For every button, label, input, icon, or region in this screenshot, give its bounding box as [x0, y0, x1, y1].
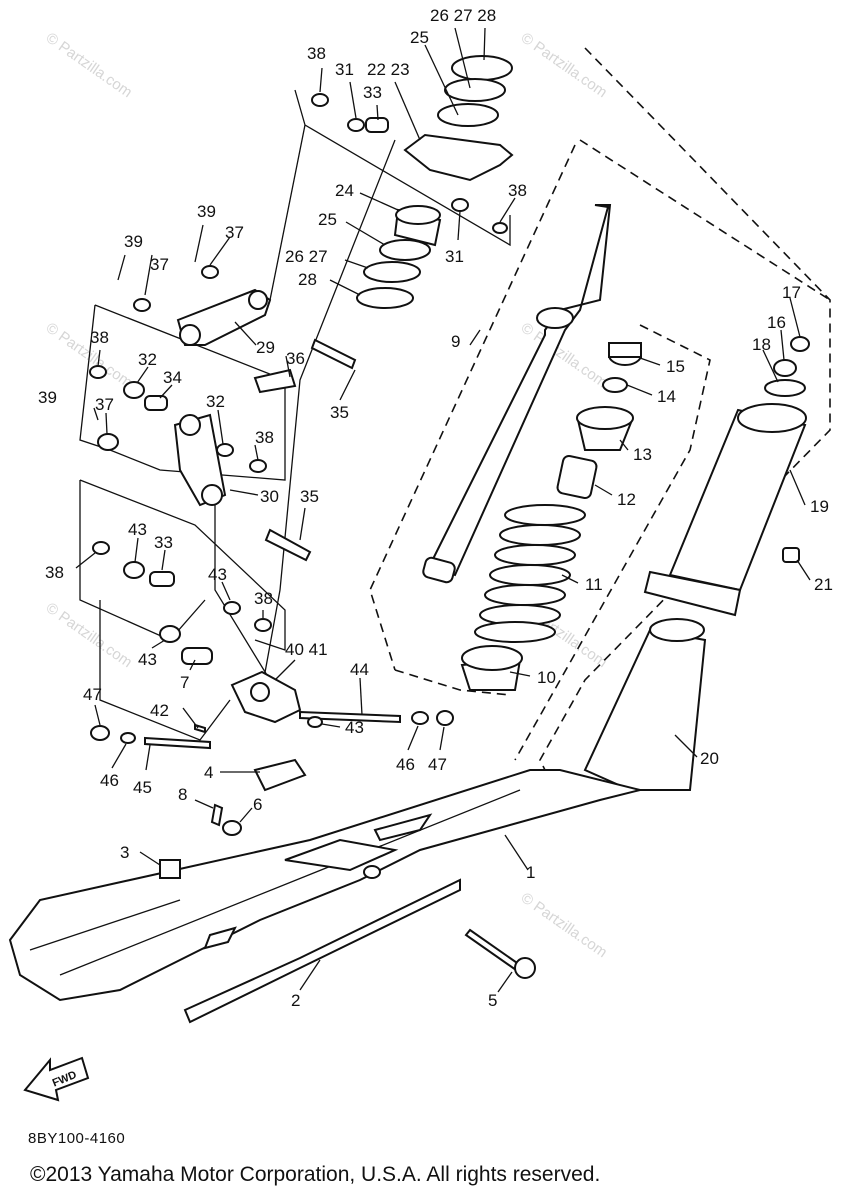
callout-25-top: 25 — [410, 28, 429, 47]
shock-rod-9 — [422, 204, 612, 584]
callout-31-mid: 31 — [445, 247, 464, 266]
callout-42: 42 — [150, 701, 169, 720]
callout-47-left: 47 — [83, 685, 102, 704]
ski-1 — [8, 769, 641, 1002]
callout-30: 30 — [260, 487, 279, 506]
callout-43-d: 43 — [345, 718, 364, 737]
watermark: © Partzilla.com — [518, 889, 611, 961]
callout-9: 9 — [451, 332, 460, 351]
watermark: © Partzilla.com — [43, 599, 136, 671]
callout-43-a: 43 — [128, 520, 147, 539]
callout-39-a: 39 — [197, 202, 216, 221]
callout-37-c: 37 — [95, 395, 114, 414]
callout-26-27: 26 27 — [285, 247, 328, 266]
callout-35-mid: 35 — [300, 487, 319, 506]
callout-16: 16 — [767, 313, 786, 332]
callout-1: 1 — [526, 863, 535, 882]
callout-38-b: 38 — [508, 181, 527, 200]
callout-32-right: 32 — [206, 392, 225, 411]
callout-labels: 1 2 3 4 5 6 7 8 9 10 11 12 13 14 15 16 1… — [38, 6, 833, 1010]
callout-45: 45 — [133, 778, 152, 797]
callout-3: 3 — [120, 843, 129, 862]
callout-10: 10 — [537, 668, 556, 687]
callout-24: 24 — [335, 181, 354, 200]
leader-lines — [75, 27, 811, 993]
callout-18: 18 — [752, 335, 771, 354]
callout-43-b: 43 — [208, 565, 227, 584]
callout-25-mid: 25 — [318, 210, 337, 229]
callout-15: 15 — [666, 357, 685, 376]
callout-33-top: 33 — [363, 83, 382, 102]
callout-47-right: 47 — [428, 755, 447, 774]
callout-38-f: 38 — [254, 589, 273, 608]
callout-35-top: 35 — [330, 403, 349, 422]
callout-19: 19 — [810, 497, 829, 516]
callout-44: 44 — [350, 660, 369, 679]
upper-mount — [311, 55, 514, 309]
callout-5: 5 — [488, 991, 497, 1010]
callout-6: 6 — [253, 795, 262, 814]
callout-34: 34 — [163, 368, 182, 387]
fwd-arrow-icon: FWD — [23, 1056, 90, 1102]
callout-39-b: 39 — [124, 232, 143, 251]
callout-17: 17 — [782, 283, 801, 302]
callout-46-left: 46 — [100, 771, 119, 790]
callout-36: 36 — [286, 349, 305, 368]
link-arms — [173, 288, 357, 562]
callout-20: 20 — [700, 749, 719, 768]
assembly-outlines — [369, 47, 831, 771]
callout-8: 8 — [178, 785, 187, 804]
watermark: © Partzilla.com — [518, 29, 611, 101]
bushings — [89, 265, 272, 665]
callout-37-a: 37 — [225, 223, 244, 242]
callout-12: 12 — [617, 490, 636, 509]
spindle-bracket — [90, 670, 454, 750]
callout-13: 13 — [633, 445, 652, 464]
bracket-outlines — [79, 89, 511, 741]
callout-11: 11 — [585, 575, 603, 594]
callout-43-c: 43 — [138, 650, 157, 669]
callout-38-e: 38 — [45, 563, 64, 582]
callout-38-d: 38 — [255, 428, 274, 447]
diagram-code: 8BY100-4160 — [28, 1130, 126, 1147]
callout-28: 28 — [298, 270, 317, 289]
callout-38-a: 38 — [307, 44, 326, 63]
callout-31-top: 31 — [335, 60, 354, 79]
callout-33-mid: 33 — [154, 533, 173, 552]
callout-22-23: 22 23 — [367, 60, 410, 79]
callout-40-41: 40 41 — [285, 640, 328, 659]
callout-7: 7 — [180, 673, 189, 692]
callout-39-c: 39 — [38, 388, 57, 407]
wear-bar-2 — [183, 878, 461, 1024]
callout-38-c: 38 — [90, 328, 109, 347]
copyright-notice: ©2013 Yamaha Motor Corporation, U.S.A. A… — [30, 1163, 601, 1186]
callout-14: 14 — [657, 387, 676, 406]
spring-assembly — [460, 342, 642, 691]
callout-26-27-28: 26 27 28 — [430, 6, 496, 25]
coil-spring-11 — [474, 504, 586, 643]
shock-cover — [583, 336, 810, 791]
callout-29: 29 — [256, 338, 275, 357]
ski-hardware — [159, 758, 536, 979]
callout-2: 2 — [291, 991, 300, 1010]
callout-32-left: 32 — [138, 350, 157, 369]
callout-46-right: 46 — [396, 755, 415, 774]
callout-4: 4 — [204, 763, 213, 782]
watermark: © Partzilla.com — [43, 29, 136, 101]
callout-21: 21 — [814, 575, 833, 594]
callout-37-b: 37 — [150, 255, 169, 274]
